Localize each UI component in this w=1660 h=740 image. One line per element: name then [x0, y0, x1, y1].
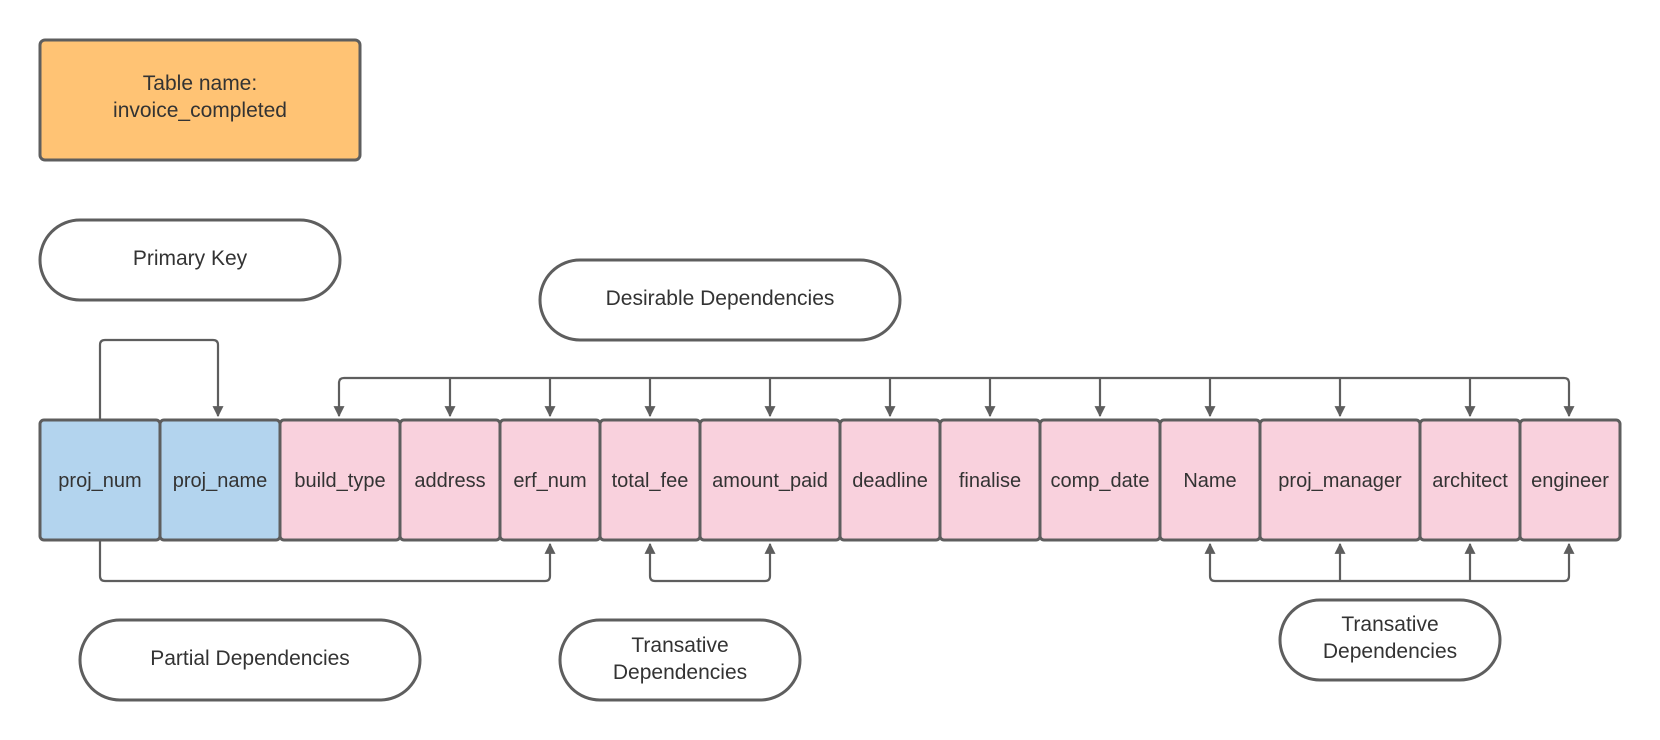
column-label: comp_date — [1051, 470, 1150, 492]
transitive-dependencies-right-label: Transative Dependencies — [1278, 598, 1502, 682]
transitive-right-line2: Dependencies — [1323, 640, 1457, 663]
column-proj-name: proj_name — [158, 418, 282, 542]
desirable-dependencies-text: Desirable Dependencies — [606, 287, 835, 310]
column-label: Name — [1183, 470, 1236, 492]
column-proj-manager: proj_manager — [1258, 418, 1422, 542]
column-label: total_fee — [612, 470, 689, 492]
column-finalise: finalise — [938, 418, 1042, 542]
primary-key-arrow — [98, 338, 224, 420]
table-name-value: invoice_completed — [113, 99, 287, 122]
column-deadline: deadline — [838, 418, 942, 542]
column-total-fee: total_fee — [598, 418, 702, 542]
column-label: proj_name — [173, 470, 268, 492]
transitive-arrow-amount-paid — [700, 542, 776, 583]
transitive-right-bus — [1215, 575, 1571, 583]
transitive-left-line2: Dependencies — [613, 661, 747, 684]
table-columns: proj_num proj_name build_type address erf_nu… — [38, 418, 1622, 542]
transitive-dependencies-left-label: Transative Dependencies — [558, 618, 802, 702]
partial-dependency-arrow — [98, 540, 556, 583]
column-erf-num: erf_num — [498, 418, 602, 542]
column-label: finalise — [959, 470, 1021, 492]
transitive-left-line1: Transative — [631, 634, 728, 657]
column-label: proj_manager — [1278, 470, 1402, 492]
transitive-arrow-total-fee — [644, 542, 700, 583]
primary-key-label: Primary Key — [38, 218, 342, 302]
column-architect: architect — [1418, 418, 1522, 542]
primary-key-text: Primary Key — [133, 247, 248, 270]
column-comp-date: comp_date — [1038, 418, 1162, 542]
column-amount-paid: amount_paid — [698, 418, 842, 542]
column-label: engineer — [1531, 470, 1609, 492]
dependency-arrows — [98, 338, 1575, 583]
column-box — [1518, 418, 1622, 542]
transitive-right-line1: Transative — [1341, 613, 1438, 636]
column-build-type: build_type — [278, 418, 402, 542]
column-label: erf_num — [513, 470, 586, 492]
desirable-dependencies-label: Desirable Dependencies — [538, 258, 902, 342]
column-engineer: engineer — [1518, 418, 1622, 542]
table-name-box: Table name: invoice_completed — [38, 38, 362, 162]
column-proj-num: proj_num — [38, 418, 162, 542]
partial-dependencies-text: Partial Dependencies — [150, 647, 350, 670]
column-address: address — [398, 418, 502, 542]
partial-dependencies-label: Partial Dependencies — [78, 618, 422, 702]
column-label: architect — [1432, 470, 1508, 492]
column-label: address — [414, 470, 485, 492]
table-name-label: Table name: — [143, 72, 257, 95]
column-label: build_type — [294, 470, 385, 492]
column-label: amount_paid — [712, 470, 828, 492]
column-name: Name — [1158, 418, 1262, 542]
column-label: deadline — [852, 470, 928, 492]
column-label: proj_num — [58, 470, 141, 492]
desirable-bus — [344, 376, 1571, 384]
